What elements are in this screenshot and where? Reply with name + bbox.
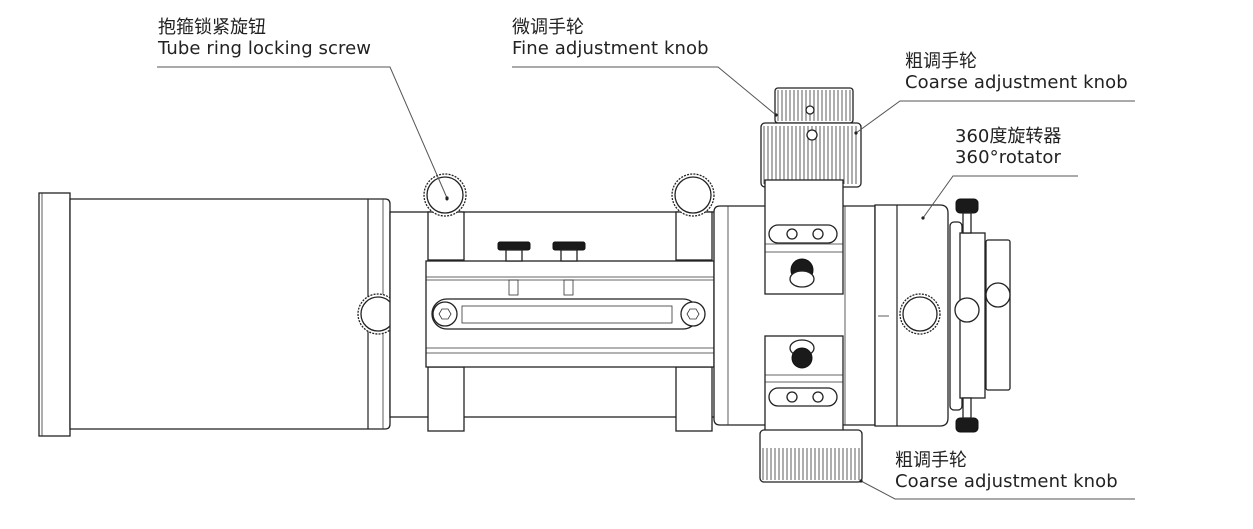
dovetail-plate [425,260,715,368]
callout-en: Tube ring locking screw [158,37,372,59]
rotator [874,204,949,427]
callout-coarse-adjustment-knob-bottom: 粗调手轮 Coarse adjustment knob [895,450,1118,492]
dovetail-thumb-screws [497,241,586,262]
tube-ring-right [671,173,715,432]
drawtube-adapter [949,198,1011,433]
callout-fine-adjustment-knob: 微调手轮 Fine adjustment knob [512,17,709,59]
callout-zh: 粗调手轮 [905,51,977,72]
focus-knob-assembly-bottom [759,335,863,483]
coarse-knob-knurling-top [763,126,857,184]
callout-zh: 粗调手轮 [895,450,967,471]
callout-tube-ring-locking-screw: 抱箍锁紧旋钮 Tube ring locking screw [158,17,372,59]
callout-zh: 抱箍锁紧旋钮 [158,17,266,38]
dew-shield [38,192,391,437]
leader-lines [157,66,1135,500]
callout-en: Fine adjustment knob [512,37,709,59]
coarse-knob-knurling-bottom [762,448,860,480]
callout-en: Coarse adjustment knob [905,71,1128,93]
callout-en: Coarse adjustment knob [895,470,1118,492]
callout-coarse-adjustment-knob-top: 粗调手轮 Coarse adjustment knob [905,51,1128,93]
callout-rotator-360: 360度旋转器 360°rotator [955,126,1062,168]
fine-knob-knurling [777,90,851,121]
callout-en: 360°rotator [955,146,1062,168]
callout-zh: 360度旋转器 [955,126,1062,147]
callout-zh: 微调手轮 [512,17,584,38]
tube-ring-left [423,173,467,432]
focus-knob-assembly-top [760,87,862,295]
dew-shield-knob [357,293,399,335]
